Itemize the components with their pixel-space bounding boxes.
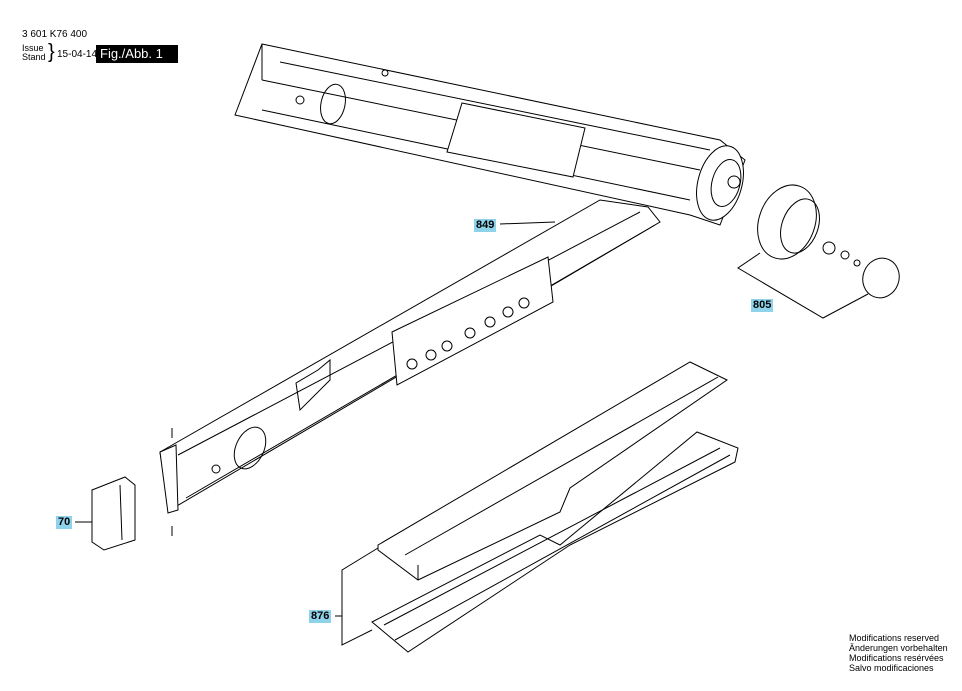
- case-tray: [371, 431, 739, 653]
- callout-876: 876: [309, 610, 332, 623]
- note-fr: Modifications resérvées: [849, 653, 944, 663]
- case-lid: [377, 361, 728, 581]
- figure-label: Fig./Abb. 1: [96, 45, 178, 63]
- callout-805: 805: [751, 299, 774, 312]
- knob-assembly: [737, 184, 900, 319]
- leader-849: [499, 221, 556, 225]
- issue-date: 15-04-14: [57, 49, 98, 60]
- callout-849: 849: [474, 219, 497, 232]
- stand-label: Stand: [22, 52, 46, 62]
- callout-70: 70: [56, 516, 73, 529]
- note-en: Modifications reserved: [849, 633, 940, 643]
- upper-arm: [234, 43, 746, 226]
- brace: }: [48, 41, 55, 63]
- level-body: [159, 199, 661, 536]
- leader-876: [341, 547, 379, 646]
- issue-stand-labels: Issue Stand: [22, 44, 46, 62]
- hinge-knob: [696, 145, 744, 221]
- part-number: 3 601 K76 400: [22, 29, 88, 40]
- modification-notes: Modifications reserved Änderungen vorbeh…: [849, 633, 948, 673]
- note-es: Salvo modificaciones: [849, 663, 934, 673]
- issue-label: Issue: [22, 43, 44, 53]
- note-de: Änderungen vorbehalten: [849, 643, 948, 653]
- end-cap: [75, 476, 136, 551]
